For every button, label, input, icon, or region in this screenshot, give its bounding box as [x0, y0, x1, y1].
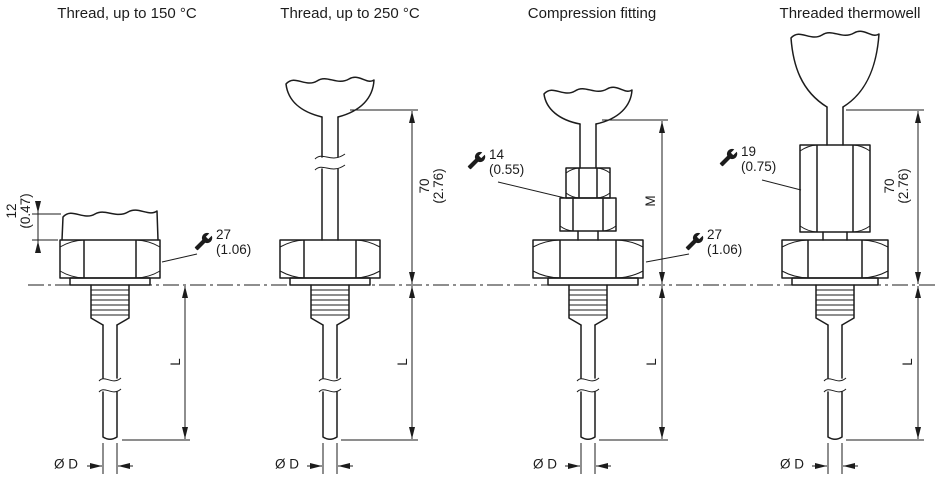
dimension-immersion-length	[599, 286, 668, 441]
sensor-head	[543, 86, 633, 125]
variant-title-compression-fitting: Compression fitting	[527, 5, 657, 22]
probe-break-symbol	[98, 377, 122, 393]
wrench-size-callout-14: 14 (0.55)	[489, 147, 524, 177]
variant-title-thermowell: Threaded thermowell	[779, 5, 921, 22]
hex-nut	[279, 239, 381, 279]
wrench-icon	[719, 148, 738, 167]
thermowell-hex-body	[799, 144, 871, 241]
probe-tube	[576, 324, 600, 440]
dimension-value: L	[644, 358, 659, 366]
neck-break-symbol	[314, 153, 346, 171]
wrench-leader-line	[497, 181, 566, 199]
wrench-size-inch: (1.06)	[216, 242, 252, 257]
dimension-label-immersion-length-v2: L	[395, 358, 410, 366]
dimension-value: M	[643, 195, 658, 207]
dimension-value: L	[395, 358, 410, 366]
wrench-leader-line	[645, 253, 690, 263]
variant-thread-250-drawing	[279, 76, 418, 474]
dimension-label-head-height: 12 (0.47)	[4, 193, 33, 229]
thread-section	[310, 284, 350, 326]
neck-tube	[579, 123, 597, 169]
sealing-collar	[289, 277, 371, 286]
dimension-label-probe-diameter-v2: Ø D	[274, 456, 300, 472]
wrench-size-mm: 27	[707, 227, 723, 242]
dimension-label-probe-diameter-v1: Ø D	[53, 456, 79, 472]
wrench-size-mm: 14	[489, 147, 505, 162]
sensor-head	[790, 30, 880, 108]
variant-thread-150-drawing	[32, 201, 213, 474]
wrench-size-inch: (0.55)	[489, 162, 525, 177]
sensor-head	[61, 209, 159, 241]
wrench-size-callout-27-v1: 27 (1.06)	[216, 227, 251, 257]
wrench-size-mm: 27	[216, 227, 232, 242]
dimension-immersion-length	[341, 286, 418, 441]
sealing-collar	[791, 277, 879, 286]
dimension-value-inch: (2.76)	[896, 168, 911, 204]
dimension-label-immersion-length-v4: L	[900, 358, 915, 366]
hex-nut	[59, 239, 161, 279]
dimension-value: L	[900, 358, 915, 366]
dimension-immersion-length	[846, 286, 924, 441]
probe-tube	[318, 324, 342, 440]
thread-section	[568, 284, 608, 326]
wrench-leader-line	[761, 179, 802, 191]
dimension-label-immersion-length-v1: L	[168, 358, 183, 366]
fitting-body	[559, 197, 617, 241]
hex-nut	[781, 239, 889, 279]
wrench-icon	[685, 232, 704, 251]
dimension-value: L	[168, 358, 183, 366]
dimension-value-mm: 70	[417, 178, 432, 194]
sealing-collar	[69, 277, 151, 286]
dimension-value-mm: 12	[4, 203, 19, 219]
sealing-collar	[547, 277, 639, 286]
dimension-insertion-length	[602, 119, 668, 284]
dimension-label-neck-length-v2: 70 (2.76)	[417, 168, 446, 204]
dimension-neck-length	[846, 109, 924, 284]
dimension-label-insertion-length: M	[643, 195, 658, 207]
probe-break-symbol	[576, 377, 600, 393]
wrench-icon	[467, 151, 486, 170]
variant-title-thread-150: Thread, up to 150 °C	[57, 5, 197, 22]
dimension-neck-length	[350, 109, 418, 284]
variant-title-thread-250: Thread, up to 250 °C	[280, 5, 420, 22]
hex-nut	[532, 239, 644, 279]
neck-tube	[826, 106, 844, 146]
dimension-probe-diameter	[565, 443, 611, 474]
wrench-size-mm: 19	[741, 144, 757, 159]
dimension-probe-diameter	[87, 443, 133, 474]
wrench-leader-line	[161, 253, 198, 263]
compression-screw-hex	[565, 167, 611, 199]
probe-tube	[98, 324, 122, 440]
dimension-label-neck-length-v4: 70 (2.76)	[882, 168, 911, 204]
thread-section	[90, 284, 130, 326]
variant-thermowell-drawing	[719, 30, 924, 474]
variant-compression-fitting-drawing	[467, 86, 704, 474]
dimension-label-immersion-length-v3: L	[644, 358, 659, 366]
dimension-head-height	[32, 201, 61, 253]
wrench-size-inch: (1.06)	[707, 242, 743, 257]
dimension-value-mm: 70	[882, 178, 897, 194]
dimension-label-probe-diameter-v4: Ø D	[779, 456, 805, 472]
wrench-icon	[194, 232, 213, 251]
sensor-head	[285, 76, 375, 118]
wrench-size-inch: (0.75)	[741, 159, 777, 174]
neck-tube	[314, 116, 346, 241]
dimension-immersion-length	[122, 286, 190, 441]
probe-break-symbol	[823, 377, 847, 393]
dimension-value-inch: (2.76)	[431, 168, 446, 204]
probe-tube	[823, 324, 847, 440]
probe-break-symbol	[318, 377, 342, 393]
dimension-label-probe-diameter-v3: Ø D	[532, 456, 558, 472]
thread-section	[815, 284, 855, 326]
dimension-value-inch: (0.47)	[18, 193, 33, 229]
dimension-probe-diameter	[812, 443, 858, 474]
dimension-probe-diameter	[307, 443, 353, 474]
wrench-size-callout-19: 19 (0.75)	[741, 144, 776, 174]
wrench-size-callout-27-v3: 27 (1.06)	[707, 227, 742, 257]
